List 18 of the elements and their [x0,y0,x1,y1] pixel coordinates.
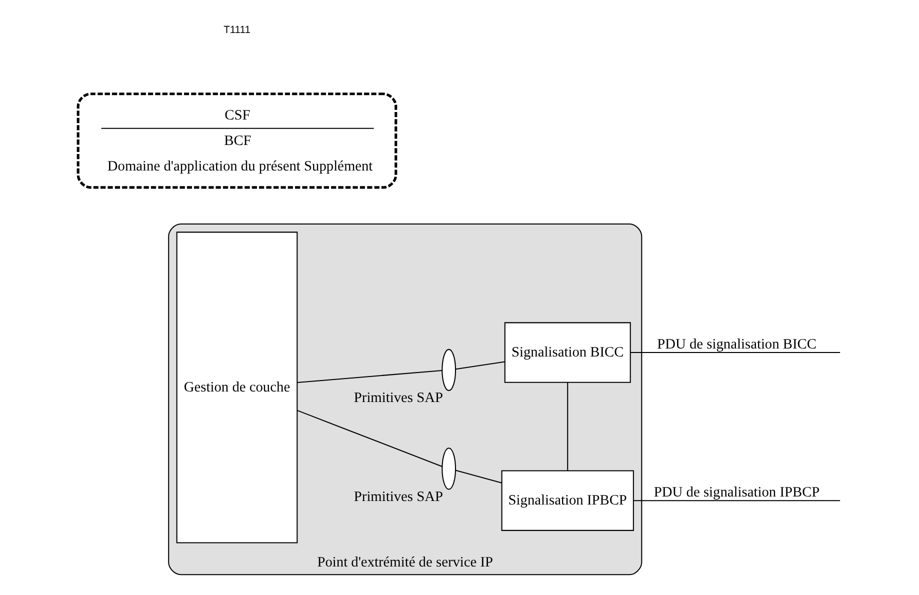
node-box: Gestion de couche [176,232,298,544]
edge-label: PDU de signalisation IPBCP [654,484,820,501]
node-box: Signalisation IPBCP [501,470,634,531]
node-box: Signalisation BICC [504,322,631,383]
node-ellipse [442,448,456,490]
node-box: CSF BCF Domaine d'application du présent Supplément [76,92,398,189]
connector [567,382,568,471]
edge-label: PDU de signalisation BICC [657,336,816,353]
label: T1111 [224,25,250,36]
node-label: Primitives SAP [354,390,443,406]
connector [630,352,840,354]
connector [297,370,442,384]
node-ellipse [442,348,456,392]
connector [297,410,442,467]
node-label: Primitives SAP [354,488,443,505]
connector [456,470,502,484]
connector [634,500,840,502]
connector [456,361,505,370]
